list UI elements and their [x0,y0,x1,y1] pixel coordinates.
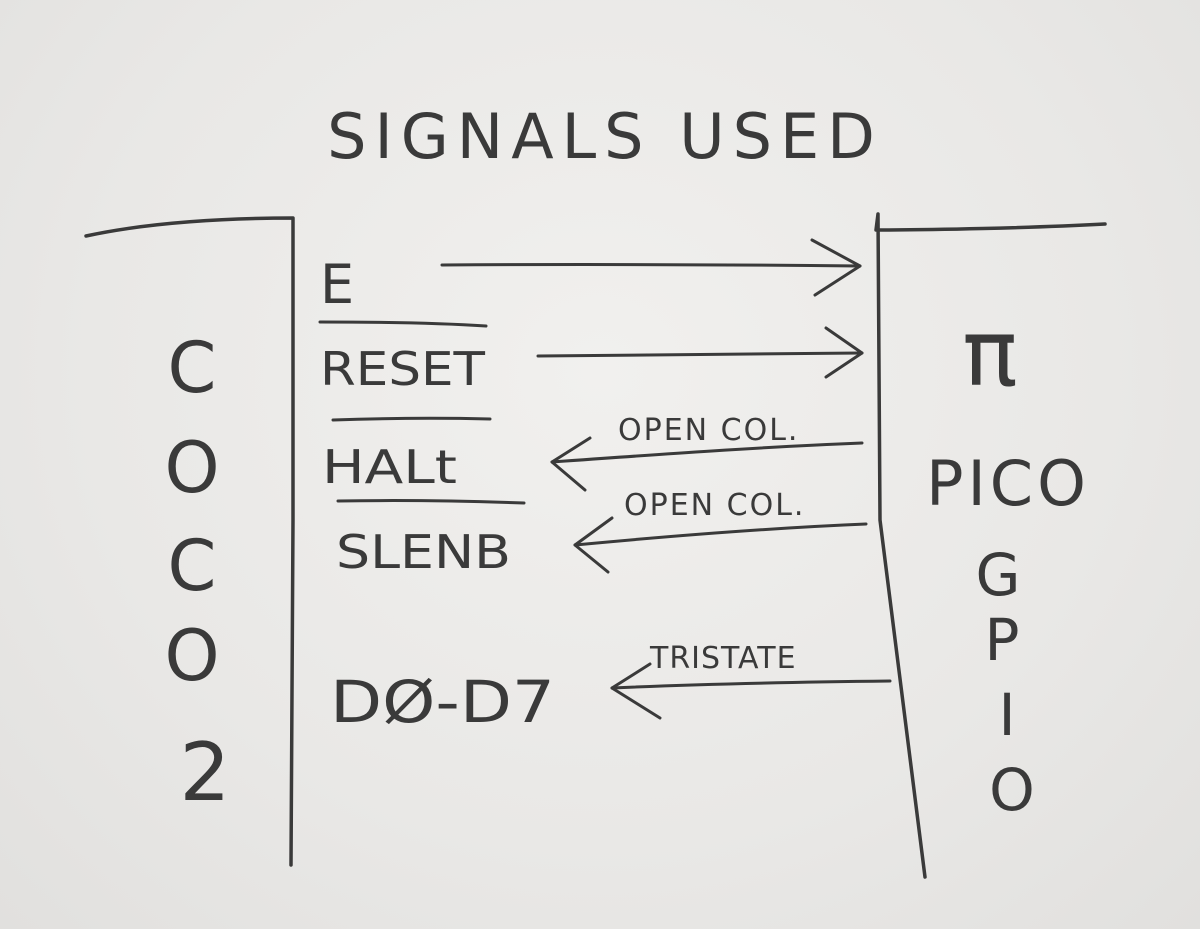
arrow-right-head [810,238,862,297]
gpio-letter: I [998,681,1015,749]
signal-annotation: OPEN COL. [618,413,799,448]
coco-block-outline [84,216,295,867]
signal-row-halt: HALt OPEN COL. [322,413,864,494]
arrow-left-line [610,679,892,690]
signal-row-reset: RESET [318,320,864,396]
coco-letter: O [164,427,219,509]
gpio-letter: P [985,606,1020,674]
pico-block-outline [874,212,1107,879]
overbar [318,320,488,328]
diagram-title: SIGNALS USED [327,100,883,173]
gpio-letter: G [976,541,1021,609]
overbar [331,416,492,422]
arrow-left-head [610,662,662,720]
signal-name: HALt [322,440,457,494]
signal-row-slenb: SLENB OPEN COL. [336,488,868,579]
arrow-right-head [824,326,864,379]
arrow-left-head [573,516,614,574]
signal-name: E [320,253,354,316]
signal-annotation: OPEN COL. [624,488,805,523]
pico-text: PICO [926,447,1090,520]
arrow-right-line [440,263,862,268]
coco-letter: C [168,327,217,409]
signal-annotation: TRISTATE [649,641,797,676]
coco-letter: 2 [180,726,231,819]
pi-symbol: π [962,300,1017,407]
signal-name: DØ-D7 [330,668,555,736]
signal-row-e: E [320,238,862,316]
signal-row-data: DØ-D7 TRISTATE [330,641,892,736]
arrow-right-line [536,351,864,358]
signal-name: SLENB [336,525,511,579]
signal-name: RESET [320,342,486,396]
overbar [336,499,526,505]
arrow-left-line [573,522,868,547]
coco-label: C O C O 2 [164,327,230,819]
gpio-letter: O [989,756,1035,824]
arrow-left-line [550,441,864,464]
arrow-left-head [550,436,592,492]
coco-letter: O [164,615,219,697]
coco-letter: C [168,525,217,607]
pico-label: π PICO G P I O [926,300,1090,824]
